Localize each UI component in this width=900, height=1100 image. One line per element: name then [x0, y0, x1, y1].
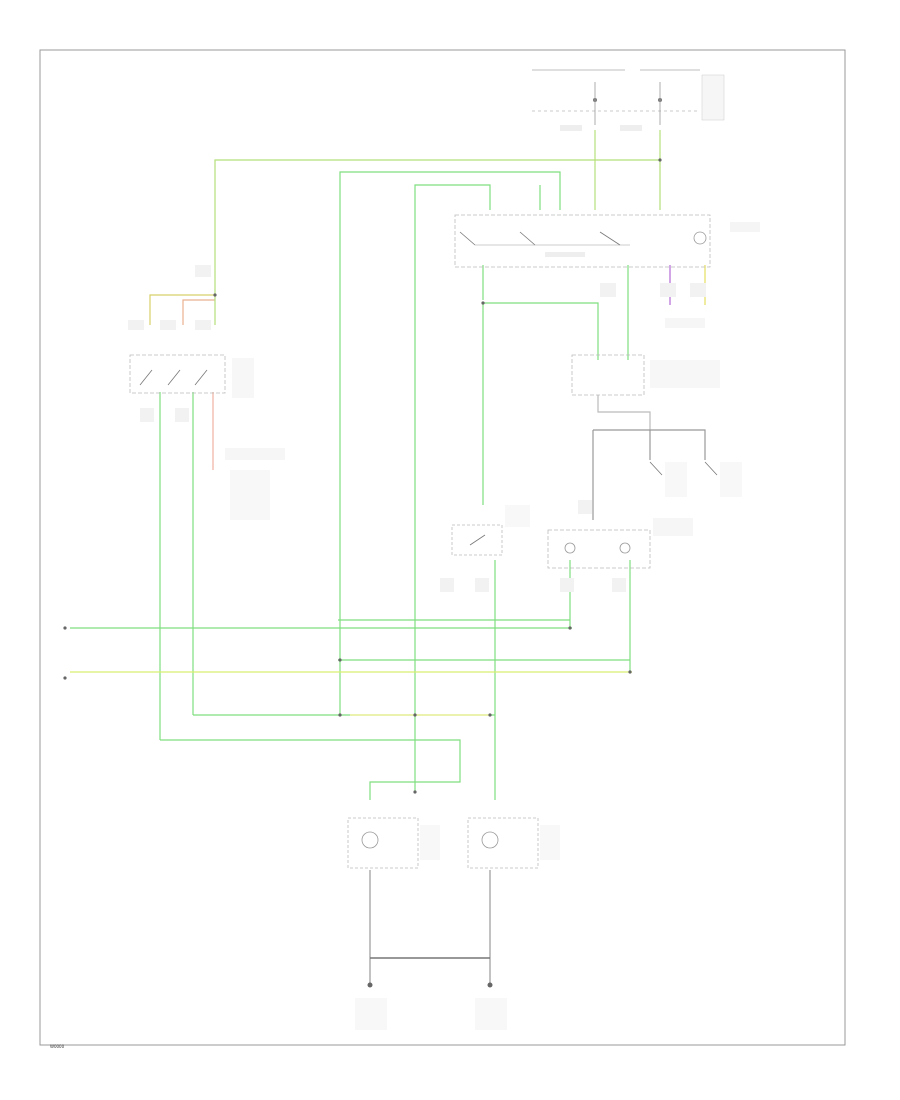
diagram-frame: [39, 49, 846, 1046]
indicator-block: [547, 500, 693, 592]
ground-icon: [487, 982, 493, 988]
wire-top-trunk: [214, 159, 661, 282]
wire-relay-bus: [483, 302, 599, 360]
center-switch: [440, 505, 530, 592]
power-source-area: [532, 69, 725, 131]
left-switch-block: [128, 265, 285, 520]
bulb-icon: [361, 831, 379, 849]
wire-feed-b: [414, 184, 491, 792]
control-module: [571, 283, 720, 396]
right-switches: [649, 461, 742, 497]
wire-switch-top: [149, 294, 215, 325]
lamp-assemblies: [347, 817, 560, 1030]
splice-points: [63, 158, 662, 794]
diagram-code: W0000: [50, 1044, 65, 1049]
wire-feed-a: [339, 171, 561, 715]
wire-module-right: [593, 429, 706, 460]
lamp-icon: [564, 542, 576, 554]
wire-module-out: [597, 395, 651, 430]
lamp-icon: [619, 542, 631, 554]
ground-icon: [367, 982, 373, 988]
wire-switch-mid: [182, 299, 215, 325]
motor-icon: [693, 231, 707, 245]
wire-bottom-1: [160, 739, 461, 800]
bulb-icon: [481, 831, 499, 849]
relay-block: [454, 214, 760, 268]
wires: [70, 130, 706, 985]
